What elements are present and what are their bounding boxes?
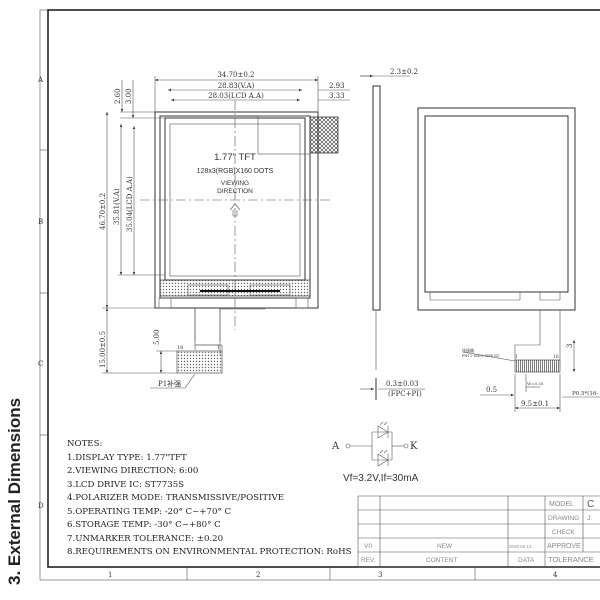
led-circuit: A K Vf=3.2V,If=30mA xyxy=(331,421,419,484)
dimension-label: 0.5 xyxy=(486,386,497,394)
dimension-label: 0.3±0.03 xyxy=(386,380,419,388)
dimension-label: NOTES: xyxy=(67,439,102,449)
drawing-frame xyxy=(39,9,600,581)
dimension-label: 2.93 xyxy=(329,82,345,90)
front-view-dimensions: 34.70±0.2 28.83(V.A) 28.03(LCD A.A) 2.93… xyxy=(99,71,350,374)
diode-icon xyxy=(377,425,389,439)
dimension-label: 2020.02.14 xyxy=(509,544,532,549)
dimension-label: 2.3±0.2 xyxy=(390,68,418,76)
dimension-label: MODEL xyxy=(549,501,574,508)
cathode-label: K xyxy=(410,441,418,452)
dimension-label: J: xyxy=(587,515,592,522)
crosshatch-area xyxy=(309,116,339,154)
dimension-label: 28.83(V.A) xyxy=(218,82,255,90)
dimension-label: 35.81(V.A) xyxy=(113,188,121,225)
note-item: 2.VIEWING DIRECTION: 6:00 xyxy=(67,466,198,476)
note-item: 8.REQUIREMENTS ON ENVIRONMENTAL PROTECTI… xyxy=(67,547,352,557)
front-view: 18 1 P1补强 1.77" TFT 128x3(RGB)X160 DOTS … xyxy=(140,100,339,389)
dimension-label: P0.5*(16- xyxy=(572,390,598,397)
row-label: D xyxy=(38,502,44,510)
dimension-label: 28.03(LCD A.A) xyxy=(208,92,264,100)
note-item: 6.STORAGE TEMP: -30° C~+80° C xyxy=(67,520,221,530)
dimension-label: FH12-16S-0.5SH(55) xyxy=(462,354,500,358)
dimension-label: V0 xyxy=(364,543,372,550)
dimension-label: 46.70±0.2 xyxy=(99,193,107,230)
dimension-label: 34.70±0.2 xyxy=(217,71,254,79)
dimension-label: 3 xyxy=(566,344,574,348)
section-title: 3. External Dimensions xyxy=(5,398,24,585)
pin-label: 1 xyxy=(217,345,220,351)
dimension-label: 16 xyxy=(553,354,559,360)
panel-text: DIRECTION xyxy=(217,188,253,195)
dimension-label: 35.04(LCD A.A) xyxy=(126,176,134,232)
diode-icon xyxy=(377,453,389,467)
dimension-label: DATA xyxy=(518,557,535,564)
column-label: 3 xyxy=(378,571,382,579)
dimension-label: CHECK xyxy=(552,529,575,536)
title-block: MODEL C DRAWING J: CHECK APPROVE TOLERAN… xyxy=(357,495,600,568)
note-item: 7.UNMARKER TOLERANCE: ±0.20 xyxy=(67,534,223,544)
dimension-label: NEW xyxy=(437,543,453,550)
anode-label: A xyxy=(331,441,340,452)
row-label: A xyxy=(37,76,44,84)
note-item: 4.POLARIZER MODE: TRANSMISSIVE/POSITIVE xyxy=(67,493,284,503)
stiffener-label: P1补强 xyxy=(158,379,181,388)
dimension-label: (FPC+PI) xyxy=(388,390,422,398)
dimension-label: C xyxy=(587,499,594,510)
row-label: B xyxy=(38,218,43,226)
panel-text: 1.77" TFT xyxy=(214,152,256,163)
dimension-label: REV. xyxy=(361,557,376,564)
pin-label: 18 xyxy=(177,345,183,351)
note-item: 1.DISPLAY TYPE: 1.77"TFT xyxy=(67,453,187,463)
notes: NOTES: 1.DISPLAY TYPE: 1.77"TFT 2.VIEWIN… xyxy=(67,439,352,557)
dimension-label: 连接器 xyxy=(462,347,474,353)
note-item: 5.OPERATING TEMP: -20° C~+70° C xyxy=(67,507,231,517)
dimension-label: 9.5±0.1 xyxy=(521,400,549,408)
column-label: 4 xyxy=(553,571,558,579)
fpc-stiffener xyxy=(176,350,223,374)
led-spec: Vf=3.2V,If=30mA xyxy=(343,473,419,484)
side-view: 2.3±0.2 0.3±0.03 (FPC+PI) xyxy=(360,68,425,400)
dimension-label: DRAWING xyxy=(548,515,579,522)
dimension-label: APPROVE xyxy=(547,543,581,550)
column-label: 1 xyxy=(108,571,112,579)
dimension-label: W=0.35 xyxy=(527,381,544,386)
column-label: 2 xyxy=(256,571,260,579)
dimension-label: CONTENT xyxy=(426,557,457,564)
panel-text: 128x3(RGB)X160 DOTS xyxy=(197,168,274,175)
dimension-label: 15.00±0.5 xyxy=(99,331,107,368)
dimension-label: 3.33 xyxy=(329,92,345,100)
back-view: 1 16 连接器 FH12-16S-0.5SH(55) 3 W=0.35 0.5… xyxy=(417,107,600,412)
fpc-pins xyxy=(514,359,561,373)
dimension-label: 5.00 xyxy=(153,329,161,345)
note-item: 3.LCD DRIVE IC: ST7735S xyxy=(67,480,184,490)
dimension-label: TOLERANCE xyxy=(548,555,594,564)
dimension-label: 3.00 xyxy=(125,88,133,104)
grid-column-labels: 1 2 3 4 xyxy=(108,571,558,579)
panel-text: VIEWING xyxy=(221,180,249,187)
dimension-label: 2.60 xyxy=(114,88,122,104)
grid-row-labels: A B C D xyxy=(37,76,44,510)
dimension-label: 1 xyxy=(515,354,518,360)
row-label: C xyxy=(38,360,43,368)
